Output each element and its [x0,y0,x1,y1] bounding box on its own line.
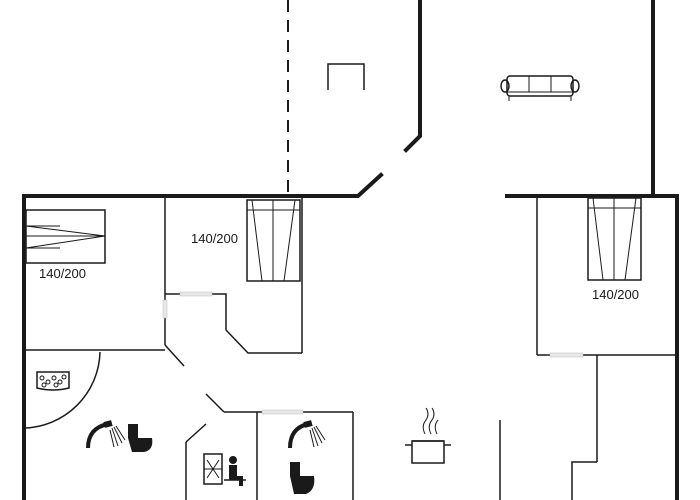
double-bed-icon [25,209,106,264]
door-bathroom [261,409,304,415]
wall-bedroom2-inner [212,293,302,354]
wall-upper-middle [403,0,422,153]
bed-label: 140/200 [592,287,639,302]
wall-hall-diagonal [164,344,185,367]
wall-hall-diagonal-2 [205,393,225,413]
bed-label: 140/200 [191,231,238,246]
wall-lower-right-b [571,461,597,500]
door-bedroom1 [162,299,168,319]
double-bed-icon [246,199,301,282]
whirlpool-icon [36,371,70,391]
wall-top-left [22,172,384,500]
desk-icon [327,63,365,90]
sauna-icon [203,453,246,486]
toilet-icon [290,462,315,494]
stove-pot-icon [405,407,451,464]
door-whirlpool-swing [23,351,101,429]
door-bedroom3 [549,352,584,358]
shower-icon [86,420,126,449]
door-thresholds [23,291,584,429]
exterior-walls [22,0,679,500]
door-bedroom2 [179,291,213,297]
sofa-icon [500,75,580,101]
toilet-icon [128,424,153,452]
shower-icon [288,420,326,449]
interior-walls [24,196,677,500]
wall-top-right [505,194,679,500]
wall-hall-diagonal-3 [185,423,207,443]
double-bed-icon [587,197,642,281]
bed-label: 140/200 [39,266,86,281]
